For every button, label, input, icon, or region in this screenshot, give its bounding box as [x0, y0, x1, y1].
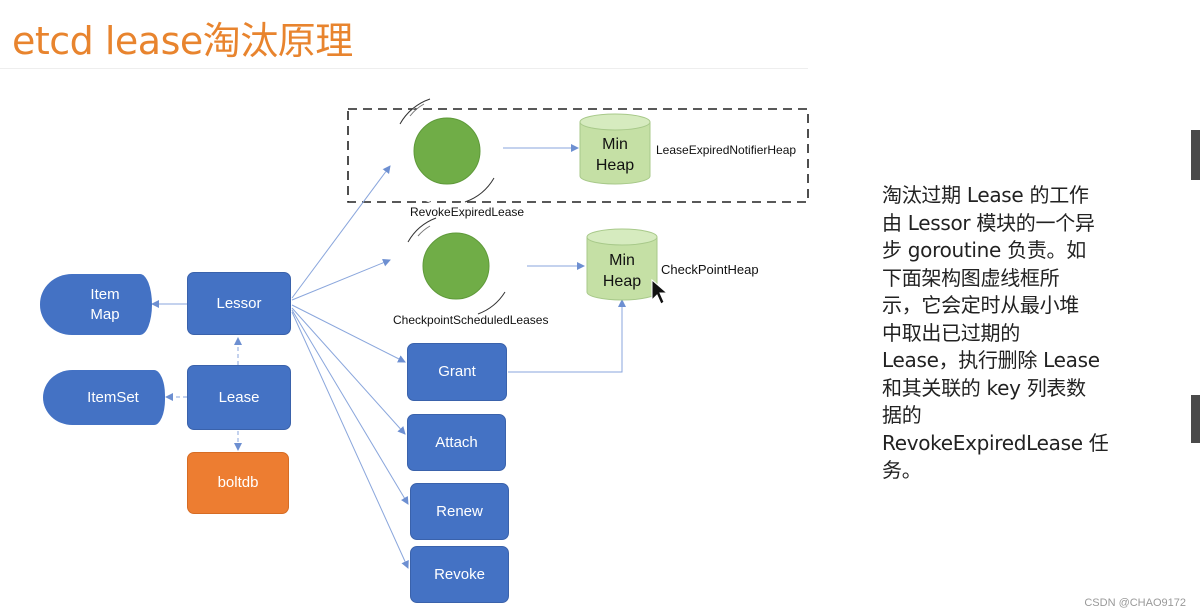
description-line: 务。	[882, 458, 922, 482]
description-line: 中取出已过期的	[882, 320, 1020, 345]
grant-node: Grant	[407, 343, 507, 401]
goroutine-revoke-expired	[392, 96, 502, 206]
caption-checkpoint-heap: CheckPointHeap	[661, 262, 759, 277]
attach-node: Attach	[407, 414, 506, 471]
lessor-node: Lessor	[187, 272, 291, 335]
description-line: 淘汰过期 Lease 的工作	[882, 183, 1089, 207]
description-line: RevokeExpiredLease 任	[882, 430, 1109, 455]
description-text: 淘汰过期 Lease 的工作 由 Lessor 模块的一个异 步 gorouti…	[882, 182, 1118, 485]
edge-lessor-renew	[291, 309, 409, 505]
description-line: 步 goroutine 负责。如	[882, 238, 1086, 262]
edge-lessor-revoke	[291, 311, 409, 569]
renew-label: Renew	[436, 502, 483, 520]
renew-node: Renew	[410, 483, 509, 540]
page-title: etcd lease淘汰原理	[12, 19, 353, 63]
revoke-node: Revoke	[410, 546, 509, 603]
attach-label: Attach	[435, 433, 478, 451]
scrollbar-thumb-top[interactable]	[1191, 130, 1200, 180]
boltdb-node: boltdb	[187, 452, 289, 514]
caption-checkpoint-scheduled: CheckpointScheduledLeases	[393, 313, 549, 327]
edge-lessor-attach	[291, 307, 406, 435]
lessor-label: Lessor	[216, 294, 262, 312]
lease-node: Lease	[187, 365, 291, 430]
description-line: 下面架构图虚线框所	[882, 265, 1060, 290]
min-heap-top-label: Min Heap	[595, 136, 635, 174]
edge-lessor-revokeexpired	[291, 165, 391, 299]
description-line: 由 Lessor 模块的一个异	[882, 210, 1095, 235]
caption-revoke-expired: RevokeExpiredLease	[410, 205, 525, 219]
description-line: 据的	[882, 403, 922, 427]
boltdb-label: boltdb	[217, 474, 259, 491]
description-line: 和其关联的 key 列表数	[882, 375, 1086, 400]
watermark: CSDN @CHAO9172	[1084, 597, 1186, 609]
description-line: Lease，执行删除 Lease	[882, 348, 1100, 372]
item-map-store: Item Map	[40, 274, 152, 335]
edge-lessor-checkpoint	[291, 258, 391, 301]
itemset-label: ItemSet	[87, 388, 139, 406]
mouse-cursor-icon	[651, 278, 669, 305]
itemset-store: ItemSet	[43, 370, 165, 425]
edge-lessor-grant	[291, 304, 406, 363]
edge-grant-checkpointheap	[508, 299, 626, 373]
min-heap-top	[579, 113, 651, 185]
scrollbar-thumb-bottom[interactable]	[1191, 395, 1200, 443]
item-map-label: Item Map	[90, 285, 120, 323]
revoke-label: Revoke	[434, 565, 485, 583]
grant-label: Grant	[438, 363, 476, 380]
title-divider	[0, 68, 808, 69]
lease-label: Lease	[218, 388, 260, 406]
caption-lease-expired-heap: LeaseExpiredNotifierHeap	[656, 143, 797, 157]
goroutine-checkpoint-scheduled	[407, 217, 506, 315]
dashed-frame	[347, 108, 809, 203]
description-line: 示，它会定时从最小堆	[882, 293, 1079, 317]
min-heap-mid-label: Min Heap	[602, 252, 642, 290]
